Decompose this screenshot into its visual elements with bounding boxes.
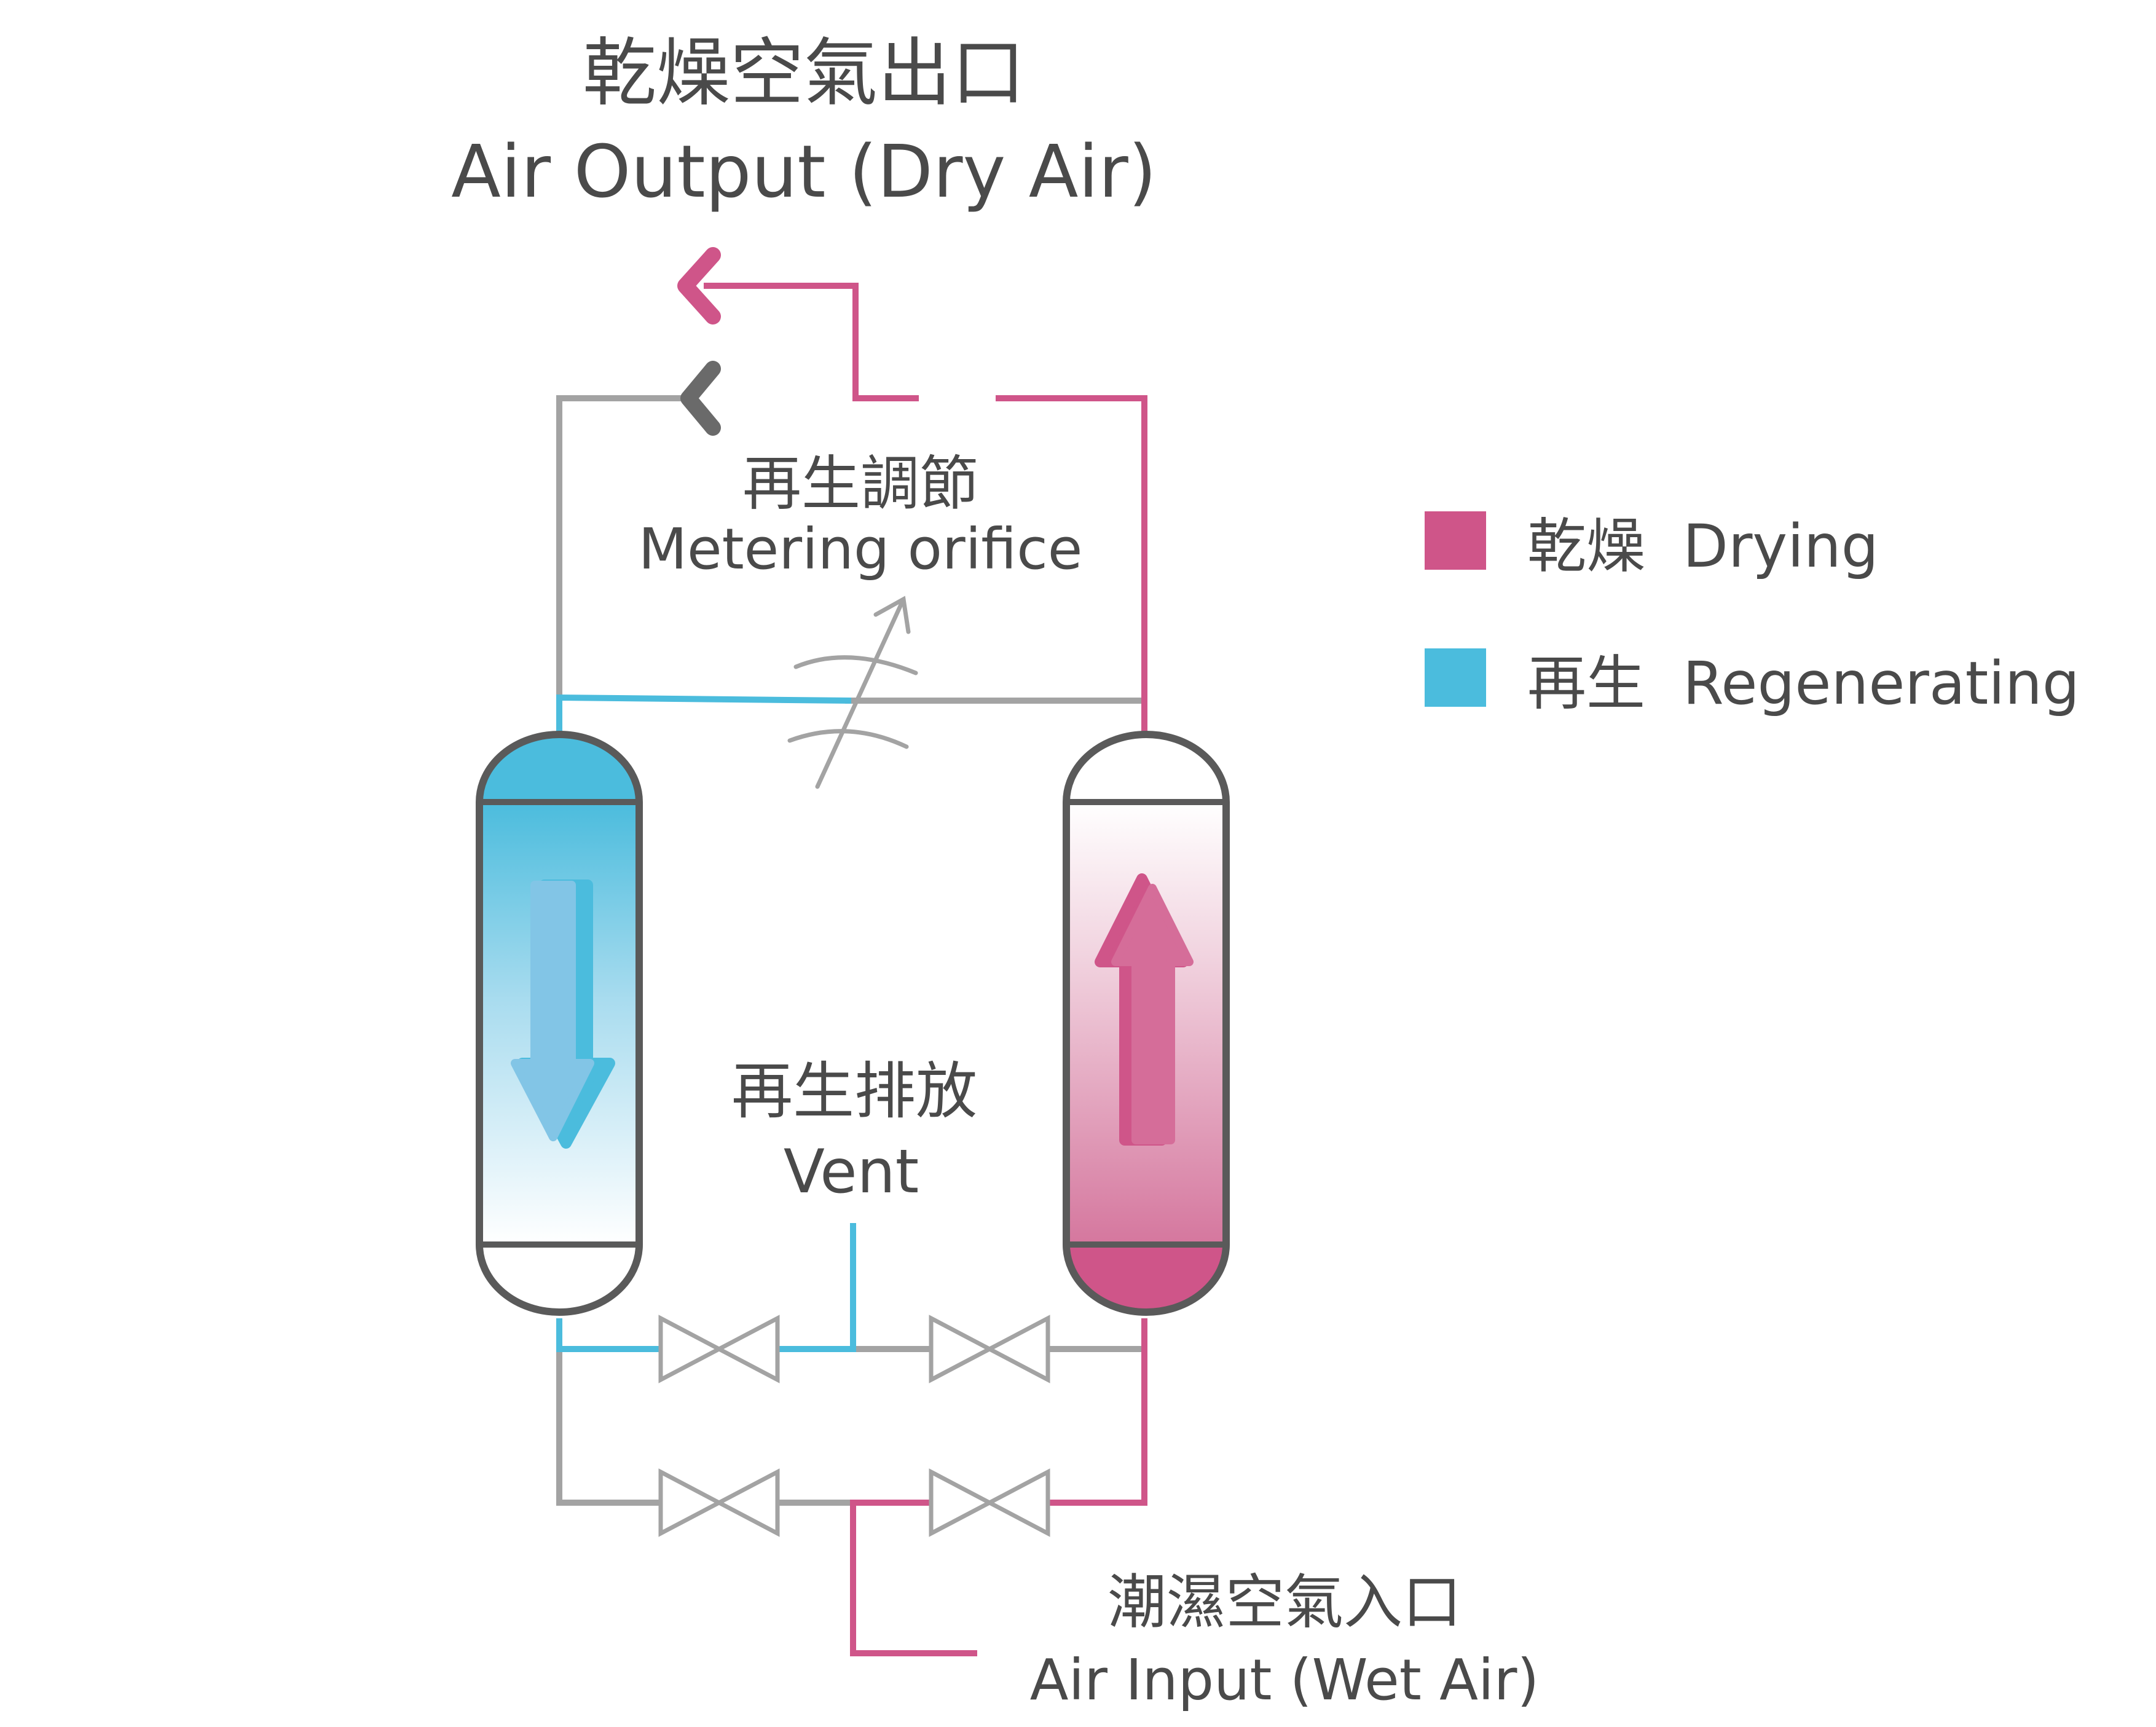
- drying-pipes: [704, 283, 1147, 1656]
- legend-swatch-drying: [1425, 511, 1486, 570]
- output-label-zh: 乾燥空氣出口: [583, 31, 1025, 116]
- dry-air-output-arrow-icon: [677, 247, 721, 325]
- drying-flow-up-arrow-icon: [1095, 873, 1194, 1146]
- legend-swatch-regenerating: [1425, 648, 1486, 707]
- valve-upper-right-icon: [929, 1315, 1050, 1383]
- input-label-en: Air Input (Wet Air): [1030, 1647, 1540, 1713]
- legend-label-regenerating: 再生 Regenerating: [1527, 649, 2080, 718]
- valves: [658, 1315, 1050, 1537]
- vent-label-zh: 再生排放: [731, 1055, 977, 1127]
- output-label-en: Air Output (Dry Air): [451, 129, 1157, 214]
- regeneration-flow-down-arrow-icon: [511, 879, 615, 1149]
- left-vessel-regenerating: [476, 731, 643, 1318]
- vent-label-en: Vent: [784, 1137, 919, 1207]
- valve-lower-right-icon: [929, 1468, 1050, 1537]
- metering-orifice-icon: [787, 596, 918, 789]
- legend: 乾燥 Drying 再生 Regenerating: [1425, 511, 2080, 718]
- right-vessel-drying: [1063, 731, 1230, 1316]
- metering-label-en: Metering orifice: [639, 516, 1083, 582]
- metering-label-zh: 再生調節: [742, 449, 978, 518]
- regeneration-return-arrow-icon: [680, 361, 721, 436]
- input-label-zh: 潮濕空氣入口: [1108, 1568, 1462, 1637]
- valve-lower-left-icon: [658, 1468, 780, 1537]
- legend-label-drying: 乾燥 Drying: [1527, 512, 1879, 581]
- valve-upper-left-icon: [658, 1315, 780, 1383]
- regeneration-pipes: [556, 694, 856, 1352]
